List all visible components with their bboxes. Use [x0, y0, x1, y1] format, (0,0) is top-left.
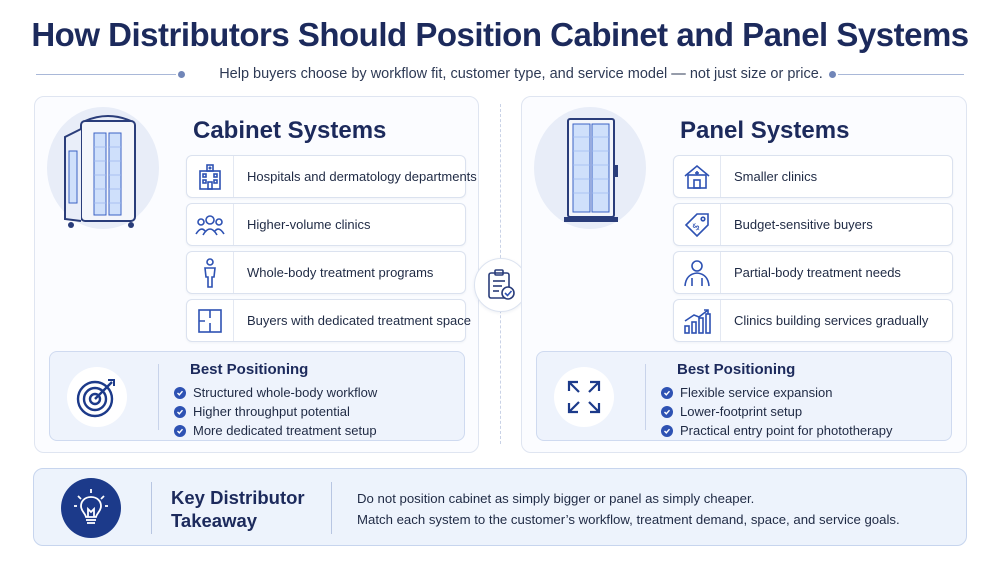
- list-item: Higher throughput potential: [174, 402, 377, 421]
- check-icon: [174, 424, 186, 437]
- subtitle-rule-left: [36, 74, 176, 75]
- subtitle-row: Help buyers choose by workflow fit, cust…: [36, 64, 964, 84]
- cabinet-illustration: [47, 107, 159, 229]
- list-item: Lower-footprint setup: [661, 402, 892, 421]
- panel-title: Panel Systems: [680, 117, 850, 144]
- check-icon: [174, 405, 186, 418]
- list-item: Structured whole-body workflow: [174, 383, 377, 402]
- page-subtitle: Help buyers choose by workflow fit, cust…: [219, 66, 823, 82]
- check-icon: [174, 386, 186, 399]
- clipboard-check-icon: [474, 258, 528, 312]
- lightbulb-icon: [61, 478, 121, 538]
- list-item: Practical entry point for phototherapy: [661, 421, 892, 440]
- subtitle-dot-left: [178, 71, 185, 78]
- panel-illustration: [534, 107, 646, 229]
- cabinet-best-positioning: Best Positioning Structured whole-body w…: [49, 351, 465, 441]
- best-positioning-title: Best Positioning: [190, 361, 309, 378]
- best-positioning-title: Best Positioning: [677, 361, 796, 378]
- list-item-label: Higher-volume clinics: [247, 217, 371, 232]
- growth-chart-icon: [674, 300, 720, 341]
- cabinet-item-dedicated-space: Buyers with dedicated treatment space: [186, 299, 471, 342]
- panel-item-budget: $ Budget-sensitive buyers: [673, 203, 953, 246]
- cabinet-systems-panel: Cabinet Systems Hospitals and dermatolog…: [34, 96, 479, 453]
- list-item-label: Whole-body treatment programs: [247, 265, 434, 280]
- expand-arrows-icon: [554, 367, 614, 427]
- clinic-house-icon: [674, 156, 720, 197]
- check-icon: [661, 405, 673, 418]
- takeaway-text: Do not position cabinet as simply bigger…: [357, 488, 900, 530]
- list-item-label: Budget-sensitive buyers: [734, 217, 873, 232]
- panel-item-smaller-clinics: Smaller clinics: [673, 155, 953, 198]
- price-tag-icon: $: [674, 204, 720, 245]
- list-item-label: Partial-body treatment needs: [734, 265, 901, 280]
- upper-body-icon: [674, 252, 720, 293]
- person-body-icon: [187, 252, 233, 293]
- check-icon: [661, 424, 673, 437]
- floor-plan-icon: [187, 300, 233, 341]
- list-item-label: Hospitals and dermatology departments: [247, 169, 477, 184]
- hospital-icon: [187, 156, 233, 197]
- check-icon: [661, 386, 673, 399]
- cabinet-item-hospitals: Hospitals and dermatology departments: [186, 155, 477, 198]
- list-item-label: Clinics building services gradually: [734, 313, 929, 328]
- takeaway-line: Match each system to the customer’s work…: [357, 512, 900, 527]
- list-item: More dedicated treatment setup: [174, 421, 377, 440]
- takeaway-title: Key Distributor Takeaway: [171, 487, 305, 531]
- list-item: Flexible service expansion: [661, 383, 892, 402]
- panel-item-building-services: Clinics building services gradually: [673, 299, 953, 342]
- takeaway-line: Do not position cabinet as simply bigger…: [357, 491, 755, 506]
- list-item-label: Buyers with dedicated treatment space: [247, 313, 472, 328]
- subtitle-rule-right: [838, 74, 964, 75]
- cabinet-title: Cabinet Systems: [193, 117, 387, 144]
- panel-item-partial-body: Partial-body treatment needs: [673, 251, 953, 294]
- target-icon: [67, 367, 127, 427]
- best-positioning-list: Structured whole-body workflow Higher th…: [174, 383, 377, 440]
- subtitle-dot-right: [829, 71, 836, 78]
- cabinet-item-clinics: Higher-volume clinics: [186, 203, 466, 246]
- people-group-icon: [187, 204, 233, 245]
- panel-best-positioning: Best Positioning Flexible service expans…: [536, 351, 952, 441]
- best-positioning-list: Flexible service expansion Lower-footpri…: [661, 383, 892, 440]
- page-title: How Distributors Should Position Cabinet…: [31, 16, 969, 53]
- panel-systems-panel: Panel Systems Smaller clinics $ Budget-s…: [521, 96, 967, 453]
- list-item-label: Smaller clinics: [734, 169, 818, 184]
- key-takeaway-banner: Key Distributor Takeaway Do not position…: [33, 468, 967, 546]
- cabinet-item-whole-body: Whole-body treatment programs: [186, 251, 466, 294]
